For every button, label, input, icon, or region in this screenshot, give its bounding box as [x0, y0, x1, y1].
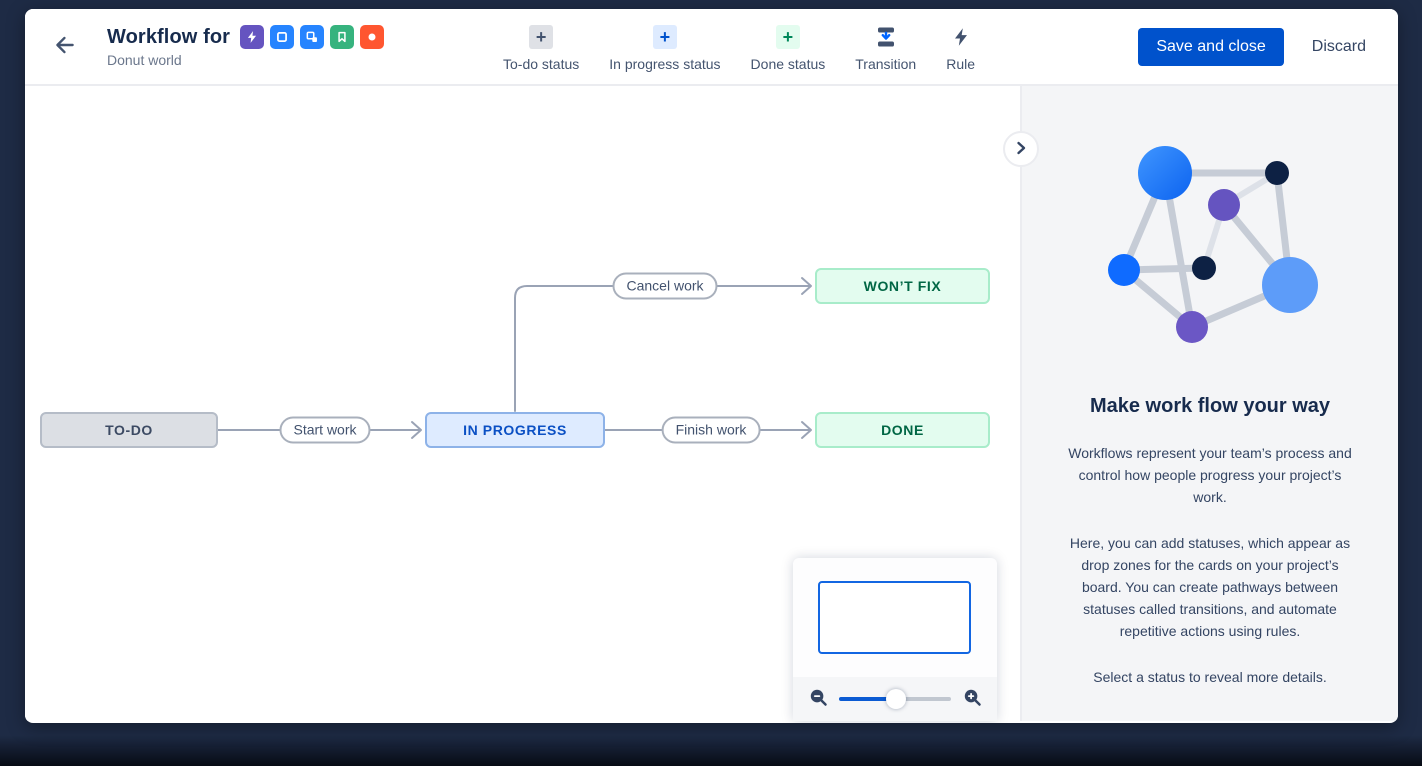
zoom-out-icon: [809, 688, 828, 710]
project-name: Donut world: [107, 52, 182, 68]
zoom-slider[interactable]: [839, 688, 951, 710]
add-transition-button[interactable]: Transition: [855, 21, 916, 72]
zoom-out-button[interactable]: [807, 688, 829, 710]
status-node-wont-fix[interactable]: WON’T FIX: [815, 268, 990, 304]
add-inprogress-status-button[interactable]: + In progress status: [609, 21, 721, 72]
chevron-right-icon: [1015, 141, 1027, 158]
status-node-in-progress[interactable]: IN PROGRESS: [425, 412, 605, 448]
panel-paragraph: Workflows represent your team’s process …: [1068, 445, 1352, 505]
save-and-close-button[interactable]: Save and close: [1138, 27, 1284, 66]
transition-cancel-work[interactable]: Cancel work: [612, 272, 718, 300]
panel-paragraph: Select a status to reveal more details.: [1093, 669, 1327, 685]
workflow-network-illustration: [1108, 146, 1318, 343]
header: Workflow for: [25, 9, 1398, 86]
details-side-panel: Make work flow your way Workflows repres…: [1022, 86, 1398, 721]
toolbar: + To-do status + In progress status + Do…: [503, 9, 975, 84]
panel-heading: Make work flow your way: [1089, 395, 1331, 417]
add-done-status-button[interactable]: + Done status: [751, 21, 825, 72]
transition-finish-work[interactable]: Finish work: [661, 416, 761, 444]
minimap: [793, 558, 997, 721]
back-button[interactable]: [45, 27, 85, 67]
plus-icon: +: [652, 25, 677, 49]
plus-icon: +: [775, 25, 800, 49]
add-todo-status-button[interactable]: + To-do status: [503, 21, 579, 72]
page-title: Workflow for: [107, 25, 231, 48]
workflow-editor-window: Workflow for: [25, 9, 1398, 723]
epic-icon: [240, 25, 265, 49]
zoom-in-button[interactable]: [961, 688, 983, 710]
zoom-in-icon: [963, 688, 982, 710]
panel-collapse-button[interactable]: [1003, 131, 1039, 167]
panel-paragraph: Here, you can add statuses, which appear…: [1069, 535, 1351, 639]
transition-icon: [874, 25, 898, 49]
story-icon: [330, 25, 355, 49]
bug-icon: [360, 25, 385, 49]
minimap-zoom-controls: [793, 677, 997, 721]
plus-icon: +: [529, 25, 554, 49]
subtask-icon: [300, 25, 325, 49]
zoom-slider-thumb[interactable]: [886, 689, 907, 709]
arrow-left-icon: [52, 32, 78, 61]
task-icon: [270, 25, 295, 49]
status-node-todo[interactable]: TO-DO: [40, 412, 218, 448]
lightning-icon: [949, 25, 973, 49]
panel-divider: [1020, 86, 1022, 721]
issue-type-icons: [240, 25, 385, 49]
minimap-viewport-rect[interactable]: [818, 581, 971, 654]
status-node-done[interactable]: DONE: [815, 412, 990, 448]
add-rule-button[interactable]: Rule: [946, 21, 975, 72]
discard-button[interactable]: Discard: [1311, 37, 1366, 55]
transition-start-work[interactable]: Start work: [279, 416, 371, 444]
workflow-canvas[interactable]: TO-DO IN PROGRESS DONE WON’T FIX Start w…: [25, 86, 1020, 721]
